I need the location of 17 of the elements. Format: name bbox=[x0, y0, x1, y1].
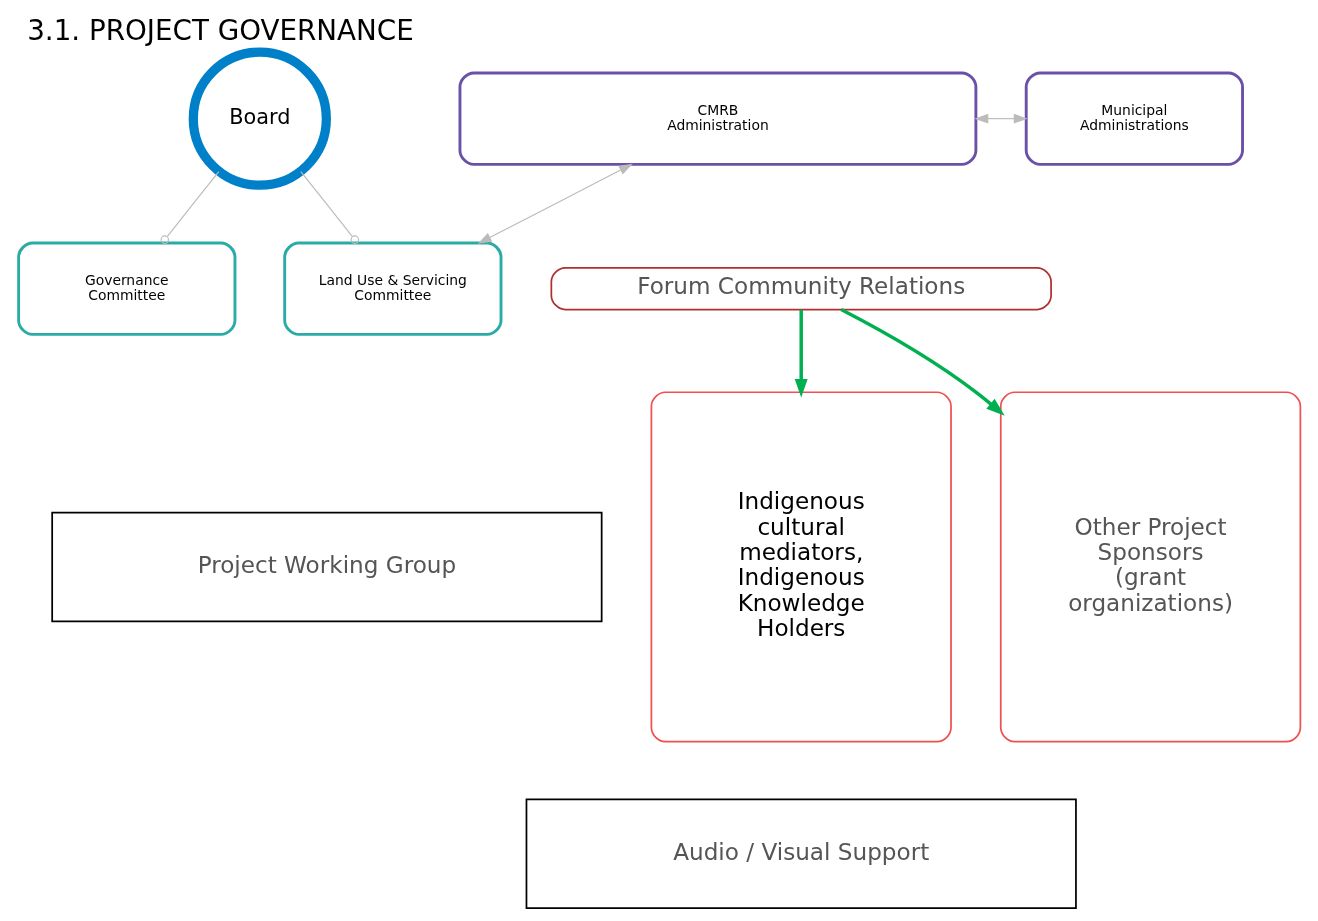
node-box: Indigenous cultural mediators, Indigenous Knowledge Holders bbox=[650, 391, 952, 743]
arrow bbox=[839, 308, 1005, 416]
node-box: Land Use & Servicing Committee bbox=[282, 241, 502, 336]
node-box: Forum Community Relations bbox=[549, 267, 1052, 311]
arrow bbox=[973, 113, 1028, 124]
connector bbox=[160, 170, 219, 244]
arrow bbox=[477, 163, 633, 244]
node-box: Project Working Group bbox=[50, 511, 603, 623]
node-circle: Board bbox=[188, 47, 331, 190]
node-box: Governance Committee bbox=[16, 241, 236, 336]
node-box: Municipal Administrations bbox=[1024, 71, 1244, 166]
arrow bbox=[794, 309, 808, 398]
diagram-title: 3.1. PROJECT GOVERNANCE bbox=[26, 13, 414, 47]
connector bbox=[299, 170, 359, 244]
node-box: Audio / Visual Support bbox=[525, 798, 1077, 910]
node-box: Other Project Sponsors (grant organizations) bbox=[999, 391, 1301, 743]
node-box: CMRB Administration bbox=[458, 71, 977, 166]
